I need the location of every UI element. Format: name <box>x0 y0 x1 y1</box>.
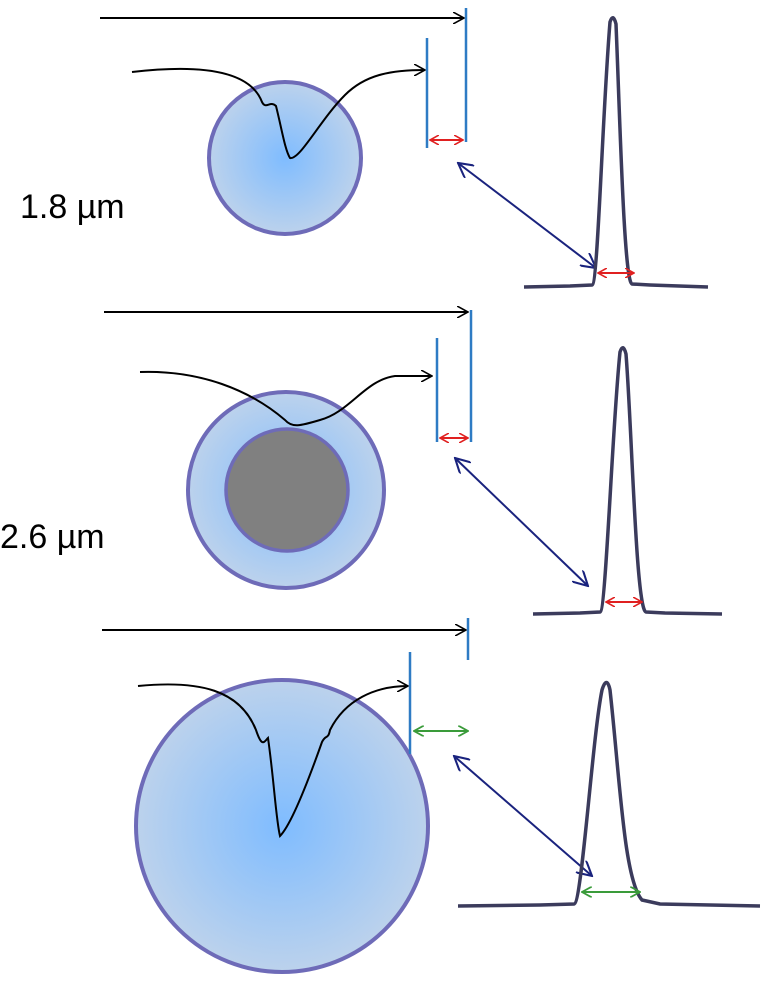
porous-particle <box>207 80 363 236</box>
particle-size-label-small: 1.8 µm <box>20 188 125 226</box>
solid-core <box>224 427 350 553</box>
link-arrow <box>454 756 592 876</box>
analyte-path-arrow <box>131 69 425 159</box>
porous-particle-large <box>134 678 430 974</box>
link-arrow <box>458 163 596 268</box>
panel-core-shell-particle <box>104 310 723 616</box>
chromatographic-peak-wide <box>457 680 761 908</box>
panel-large-particle <box>102 618 761 974</box>
analyte-path-arrow <box>137 684 408 838</box>
chromatographic-peak-narrow <box>523 16 709 289</box>
chromatographic-peak-narrow <box>532 346 723 616</box>
particle-size-label-core-shell: 2.6 µm <box>0 518 105 556</box>
link-arrow <box>455 458 588 586</box>
panel-small-particle <box>100 8 709 289</box>
analyte-path-arrow <box>139 372 432 427</box>
